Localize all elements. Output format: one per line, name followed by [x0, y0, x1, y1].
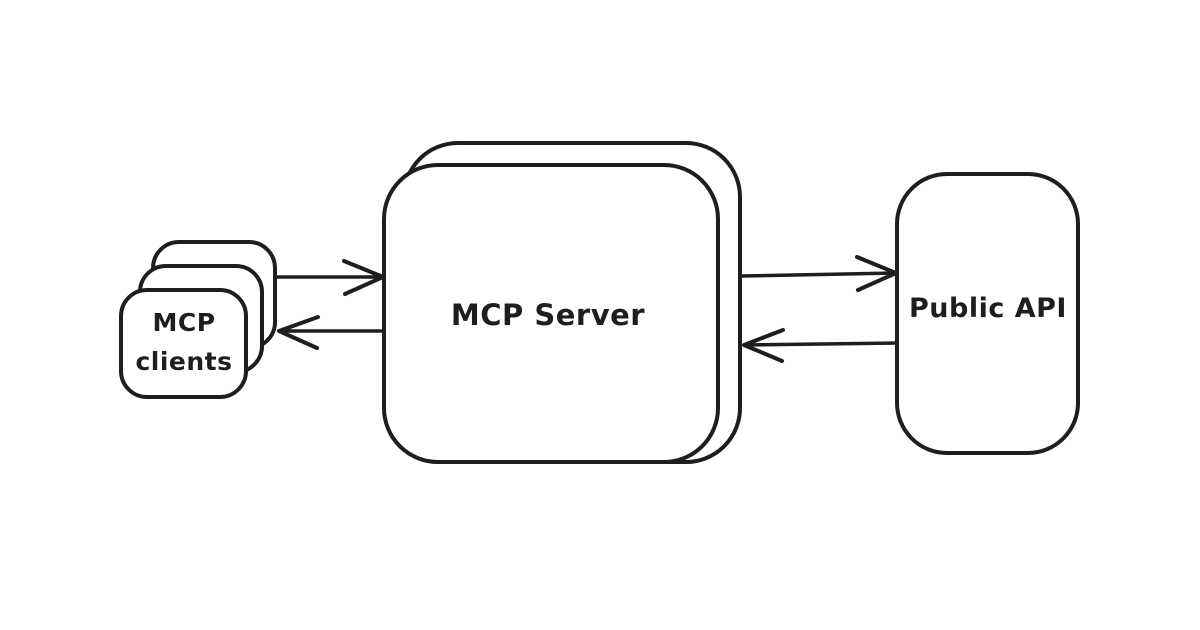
mcp-clients-label-line2: clients [135, 347, 232, 376]
arrow-server-to-api [739, 255, 898, 292]
node-mcp-server: MCP Server [382, 141, 742, 464]
arrow-line [744, 341, 898, 347]
arrowhead-right-icon [342, 259, 385, 296]
arrow-line [739, 271, 896, 278]
arrow-api-to-server [742, 328, 898, 363]
arrowhead-left-icon [277, 315, 320, 350]
mcp-server-box-front [382, 163, 720, 464]
arrowhead-left-icon [742, 328, 785, 363]
mcp-server-label: MCP Server [451, 298, 645, 332]
arrow-clients-to-server [274, 259, 385, 296]
mcp-clients-card-front [119, 288, 248, 399]
node-public-api: Public API [895, 172, 1080, 455]
public-api-label: Public API [909, 293, 1067, 324]
mcp-clients-label-line1: MCP [152, 308, 215, 337]
arrow-server-to-clients [277, 315, 386, 350]
arrowhead-right-icon [855, 255, 898, 292]
public-api-box [895, 172, 1080, 455]
node-mcp-clients: MCP clients [119, 240, 277, 399]
